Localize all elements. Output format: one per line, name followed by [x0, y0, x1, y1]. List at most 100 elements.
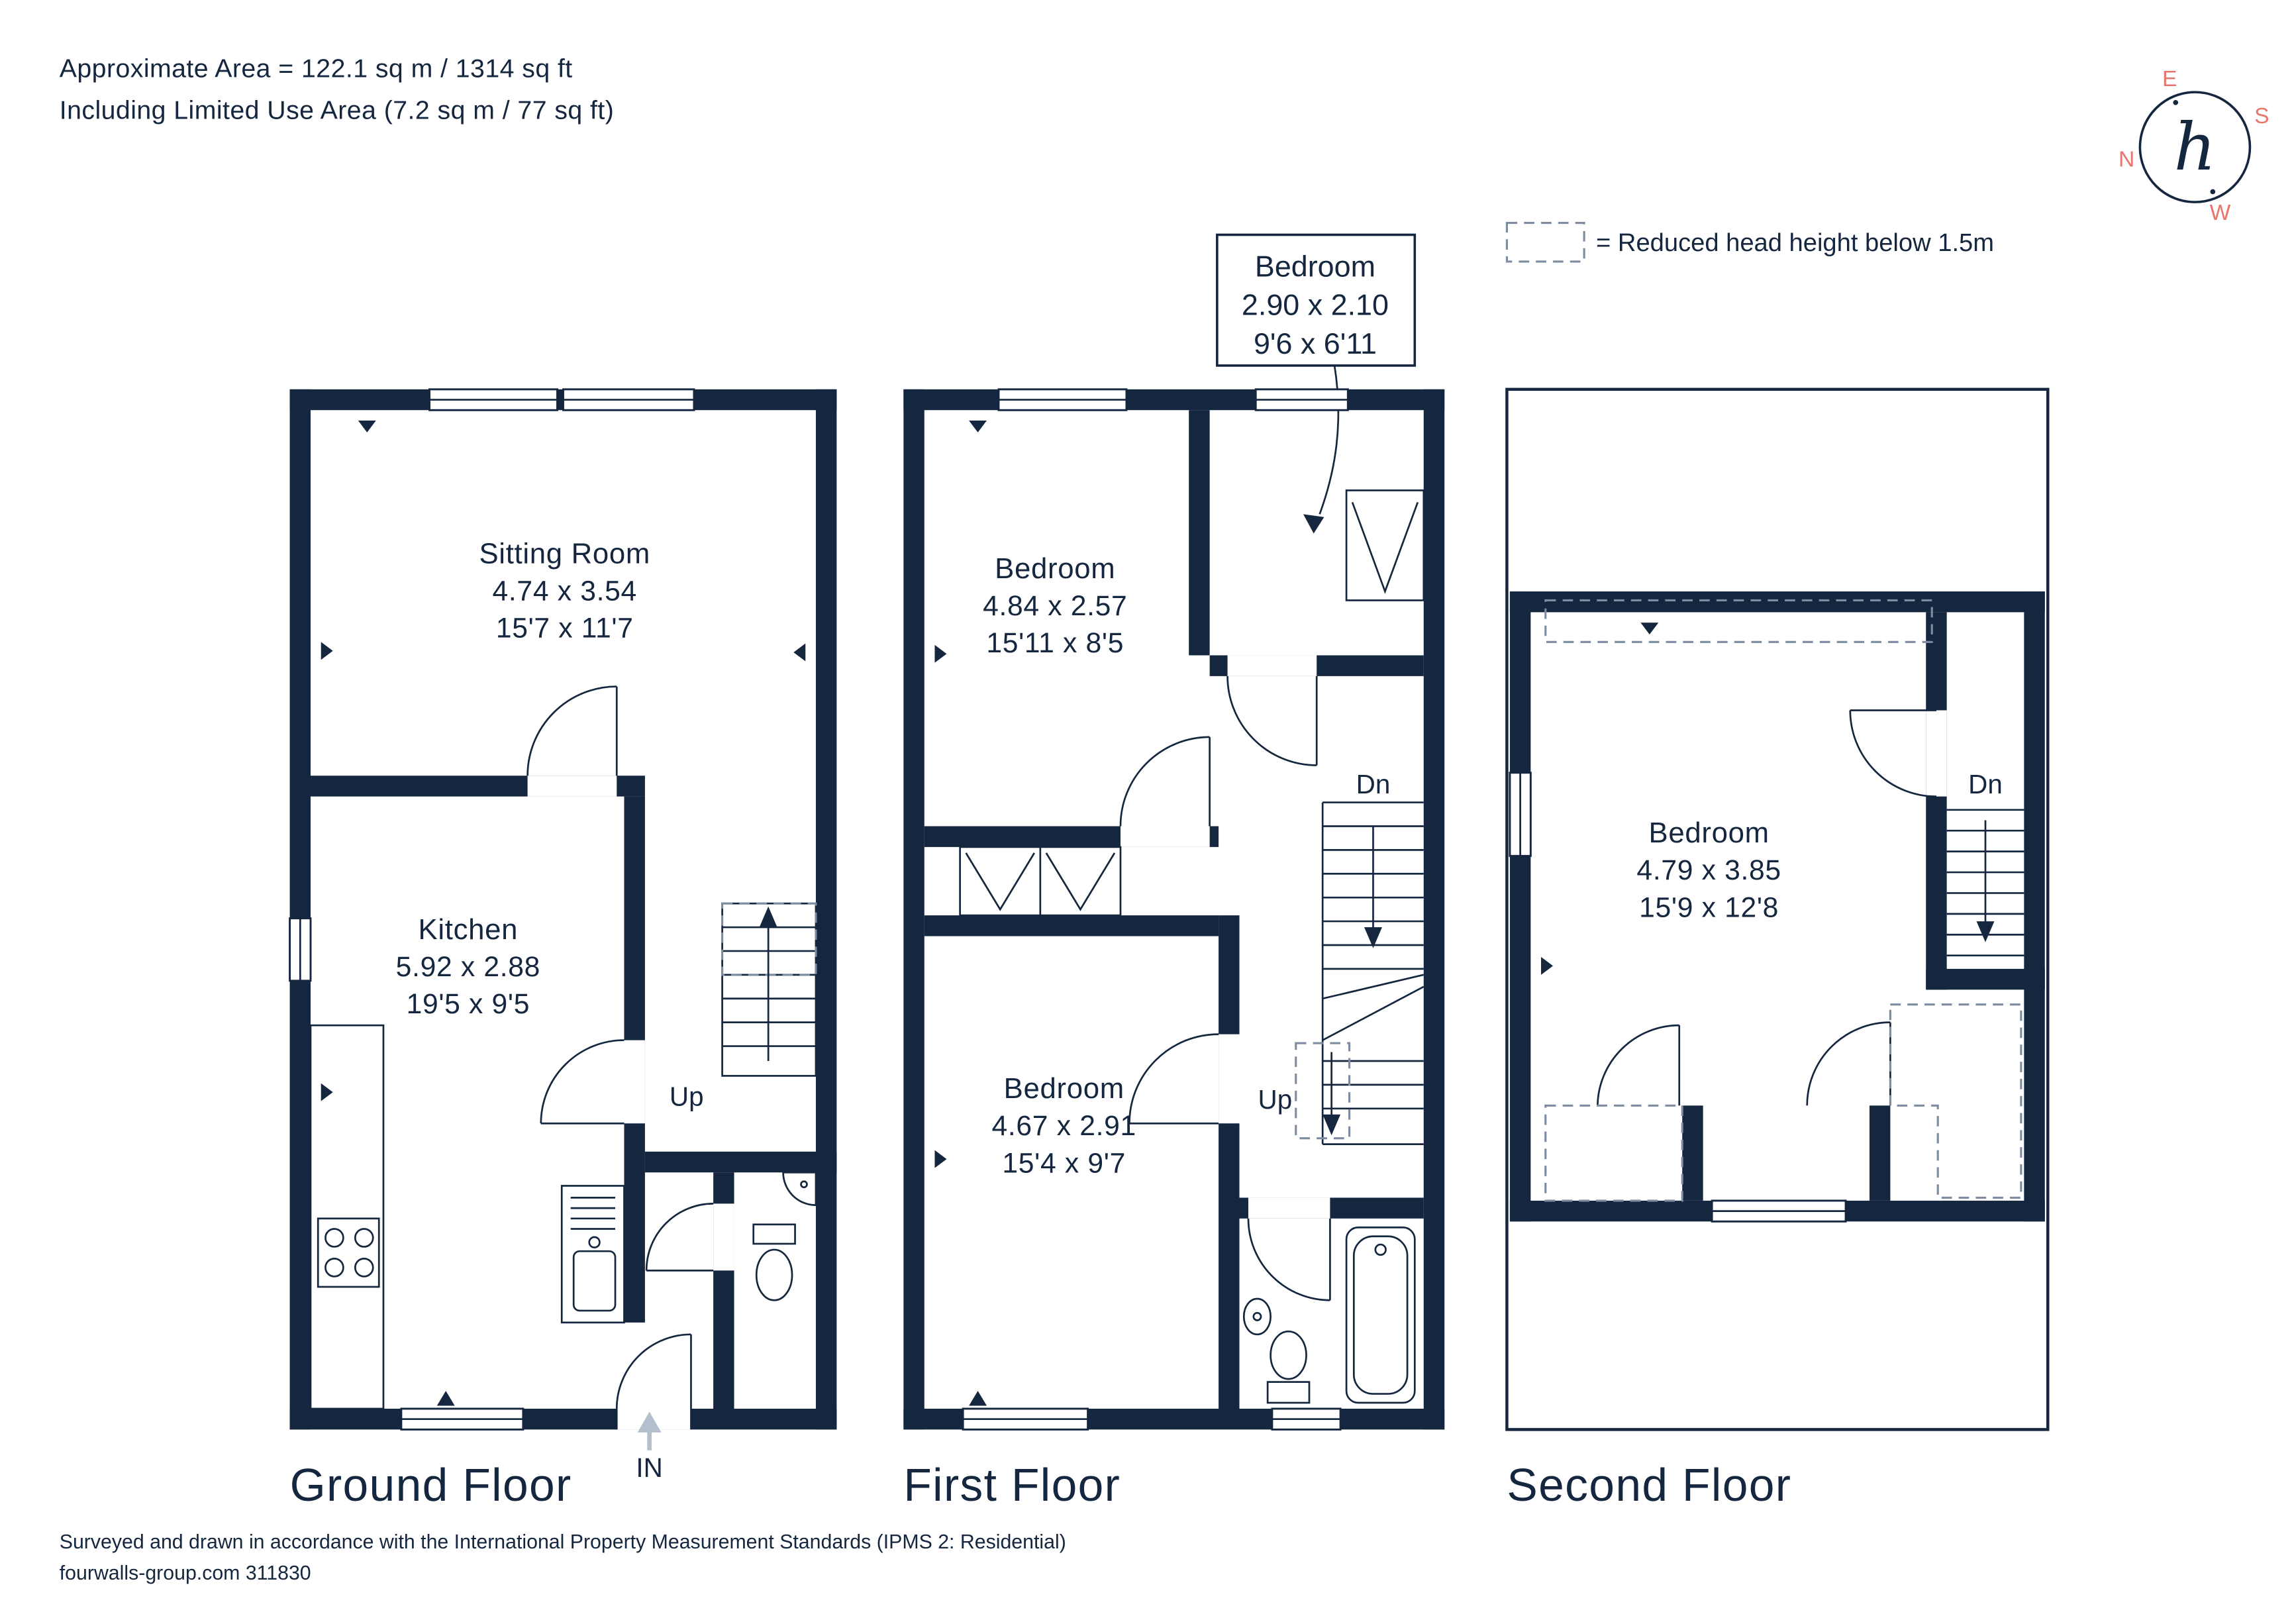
closet-bifold-icon: [1345, 489, 1425, 601]
wc-fixtures: [752, 1171, 817, 1301]
survey-standards-text: Surveyed and drawn in accordance with th…: [60, 1531, 1066, 1553]
reduced-head-height-area: [1295, 1042, 1351, 1140]
toilet-icon: [1266, 1330, 1311, 1404]
compass-north-label: N: [2119, 147, 2134, 172]
compass: E S W N h: [2119, 67, 2270, 225]
ground-windows: [289, 388, 695, 1431]
sitting-room-imperial: 15'7 x 11'7: [496, 613, 634, 644]
first-dimension-ticks: [934, 420, 987, 1406]
stairs-up-arrow-icon: [1323, 1114, 1341, 1136]
second-floor-plan: Bedroom 4.79 x 3.85 15'9 x 12'8 Dn Secon…: [1505, 387, 2050, 1511]
window: [962, 1407, 1089, 1431]
ground-stairs: [721, 902, 817, 1077]
door-wc: [645, 1203, 714, 1272]
toilet-icon: [752, 1223, 796, 1301]
in-arrow-icon: [637, 1411, 662, 1433]
second-bedroom-metric: 4.79 x 3.85: [1636, 854, 1781, 886]
basin-icon: [1242, 1297, 1272, 1336]
bedroom-back-imperial: 15'4 x 9'7: [1002, 1147, 1126, 1179]
window: [1711, 1199, 1847, 1223]
second-dimension-ticks: [1541, 623, 1659, 975]
callout-room-imperial: 9'6 x 6'11: [1254, 327, 1377, 360]
first-dn-label: Dn: [1356, 769, 1391, 799]
callout-box: [1216, 233, 1417, 367]
second-dn-label: Dn: [1968, 769, 2003, 799]
first-up-label: Up: [1258, 1084, 1293, 1115]
corner-basin-icon: [782, 1171, 817, 1206]
second-stairs: [1946, 809, 2024, 957]
ground-doors: [526, 685, 714, 1409]
door-bedroom: [1849, 709, 1936, 797]
kitchen-imperial: 19'5 x 9'5: [407, 988, 530, 1020]
stairs-up-arrow-icon: [759, 906, 777, 928]
limited-use-area-text: Including Limited Use Area (7.2 sq m / 7…: [60, 95, 615, 125]
sitting-room-label: Sitting Room: [479, 537, 650, 570]
first-doors: [1119, 676, 1331, 1301]
first-floor-plan: Bedroom 4.84 x 2.57 15'11 x 8'5 Bedroom …: [903, 388, 1445, 1511]
bedroom-front-imperial: 15'11 x 8'5: [986, 627, 1124, 659]
callout-leader-line: [1319, 365, 1340, 515]
hob-icon: [317, 1217, 380, 1288]
window: [428, 388, 558, 411]
kitchen-counter: [309, 1024, 385, 1410]
bedroom-front-metric: 4.84 x 2.57: [983, 590, 1127, 622]
callout-arrow-icon: [1303, 514, 1324, 534]
legend-label: = Reduced head height below 1.5m: [1596, 228, 1994, 257]
brand-logo-icon: h: [2174, 109, 2217, 185]
legend: = Reduced head height below 1.5m: [1505, 221, 1994, 263]
callout-room-name: Bedroom: [1255, 249, 1375, 283]
door-eaves-right: [1806, 1021, 1891, 1106]
legend-dashed-box-icon: [1505, 221, 1585, 263]
first-stairs: [1295, 801, 1424, 1145]
sitting-room-metric: 4.74 x 3.54: [493, 575, 637, 607]
ground-up-label: Up: [670, 1081, 704, 1111]
bedroom-back-label: Bedroom: [1004, 1072, 1124, 1105]
ground-floor-plan: Sitting Room 4.74 x 3.54 15'7 x 11'7 Kit…: [289, 388, 837, 1511]
entrance-arrow: [637, 1411, 662, 1450]
window: [289, 917, 312, 982]
roof-outline: [1505, 387, 2050, 1431]
window: [1509, 772, 1532, 857]
brand-reference-text: fourwalls-group.com 311830: [60, 1562, 311, 1584]
kitchen-fixtures: [309, 1024, 625, 1410]
second-walls: [1509, 591, 2045, 1222]
ground-floor-title: Ground Floor: [290, 1459, 572, 1511]
first-walls: [903, 389, 1445, 1430]
door-sitting-room: [526, 685, 618, 776]
window: [400, 1407, 524, 1431]
second-bedroom-imperial: 15'9 x 12'8: [1639, 891, 1779, 923]
first-windows: [962, 388, 1349, 1431]
window: [1254, 388, 1349, 411]
door-entrance: [615, 1333, 692, 1409]
ground-in-label: IN: [636, 1452, 662, 1483]
compass-south-label: S: [2254, 104, 2269, 128]
second-bedroom-label: Bedroom: [1648, 817, 1769, 849]
stairs-down-arrow-icon: [1364, 927, 1382, 948]
compass-east-label: E: [2162, 67, 2177, 91]
ground-walls: [289, 389, 837, 1430]
sink-icon: [560, 1185, 625, 1324]
compass-tick-top: [2173, 99, 2179, 105]
bedroom-front-label: Bedroom: [995, 552, 1115, 585]
door-bathroom: [1247, 1218, 1331, 1301]
second-windows: [1509, 772, 1847, 1223]
door-bedroom-back: [1128, 1033, 1219, 1125]
first-floor-title: First Floor: [903, 1459, 1121, 1511]
door-small-bedroom: [1226, 676, 1318, 766]
door-kitchen: [540, 1039, 624, 1125]
bedroom-callout: Bedroom 2.90 x 2.10 9'6 x 6'11: [1216, 233, 1417, 534]
bedroom-back-metric: 4.67 x 2.91: [992, 1110, 1136, 1142]
bathroom-fixtures: [1242, 1226, 1416, 1404]
bath-icon: [1345, 1226, 1416, 1404]
reduced-head-height-areas: [1544, 599, 2022, 1202]
ground-dimension-ticks: [321, 420, 806, 1406]
door-bedroom-front: [1119, 736, 1211, 827]
compass-tick-bottom: [2210, 189, 2216, 195]
window: [562, 388, 695, 411]
compass-west-label: W: [2210, 201, 2231, 225]
built-in-wardrobes: [959, 489, 1425, 917]
approximate-area-text: Approximate Area = 122.1 sq m / 1314 sq …: [60, 54, 573, 83]
kitchen-label: Kitchen: [419, 913, 519, 946]
